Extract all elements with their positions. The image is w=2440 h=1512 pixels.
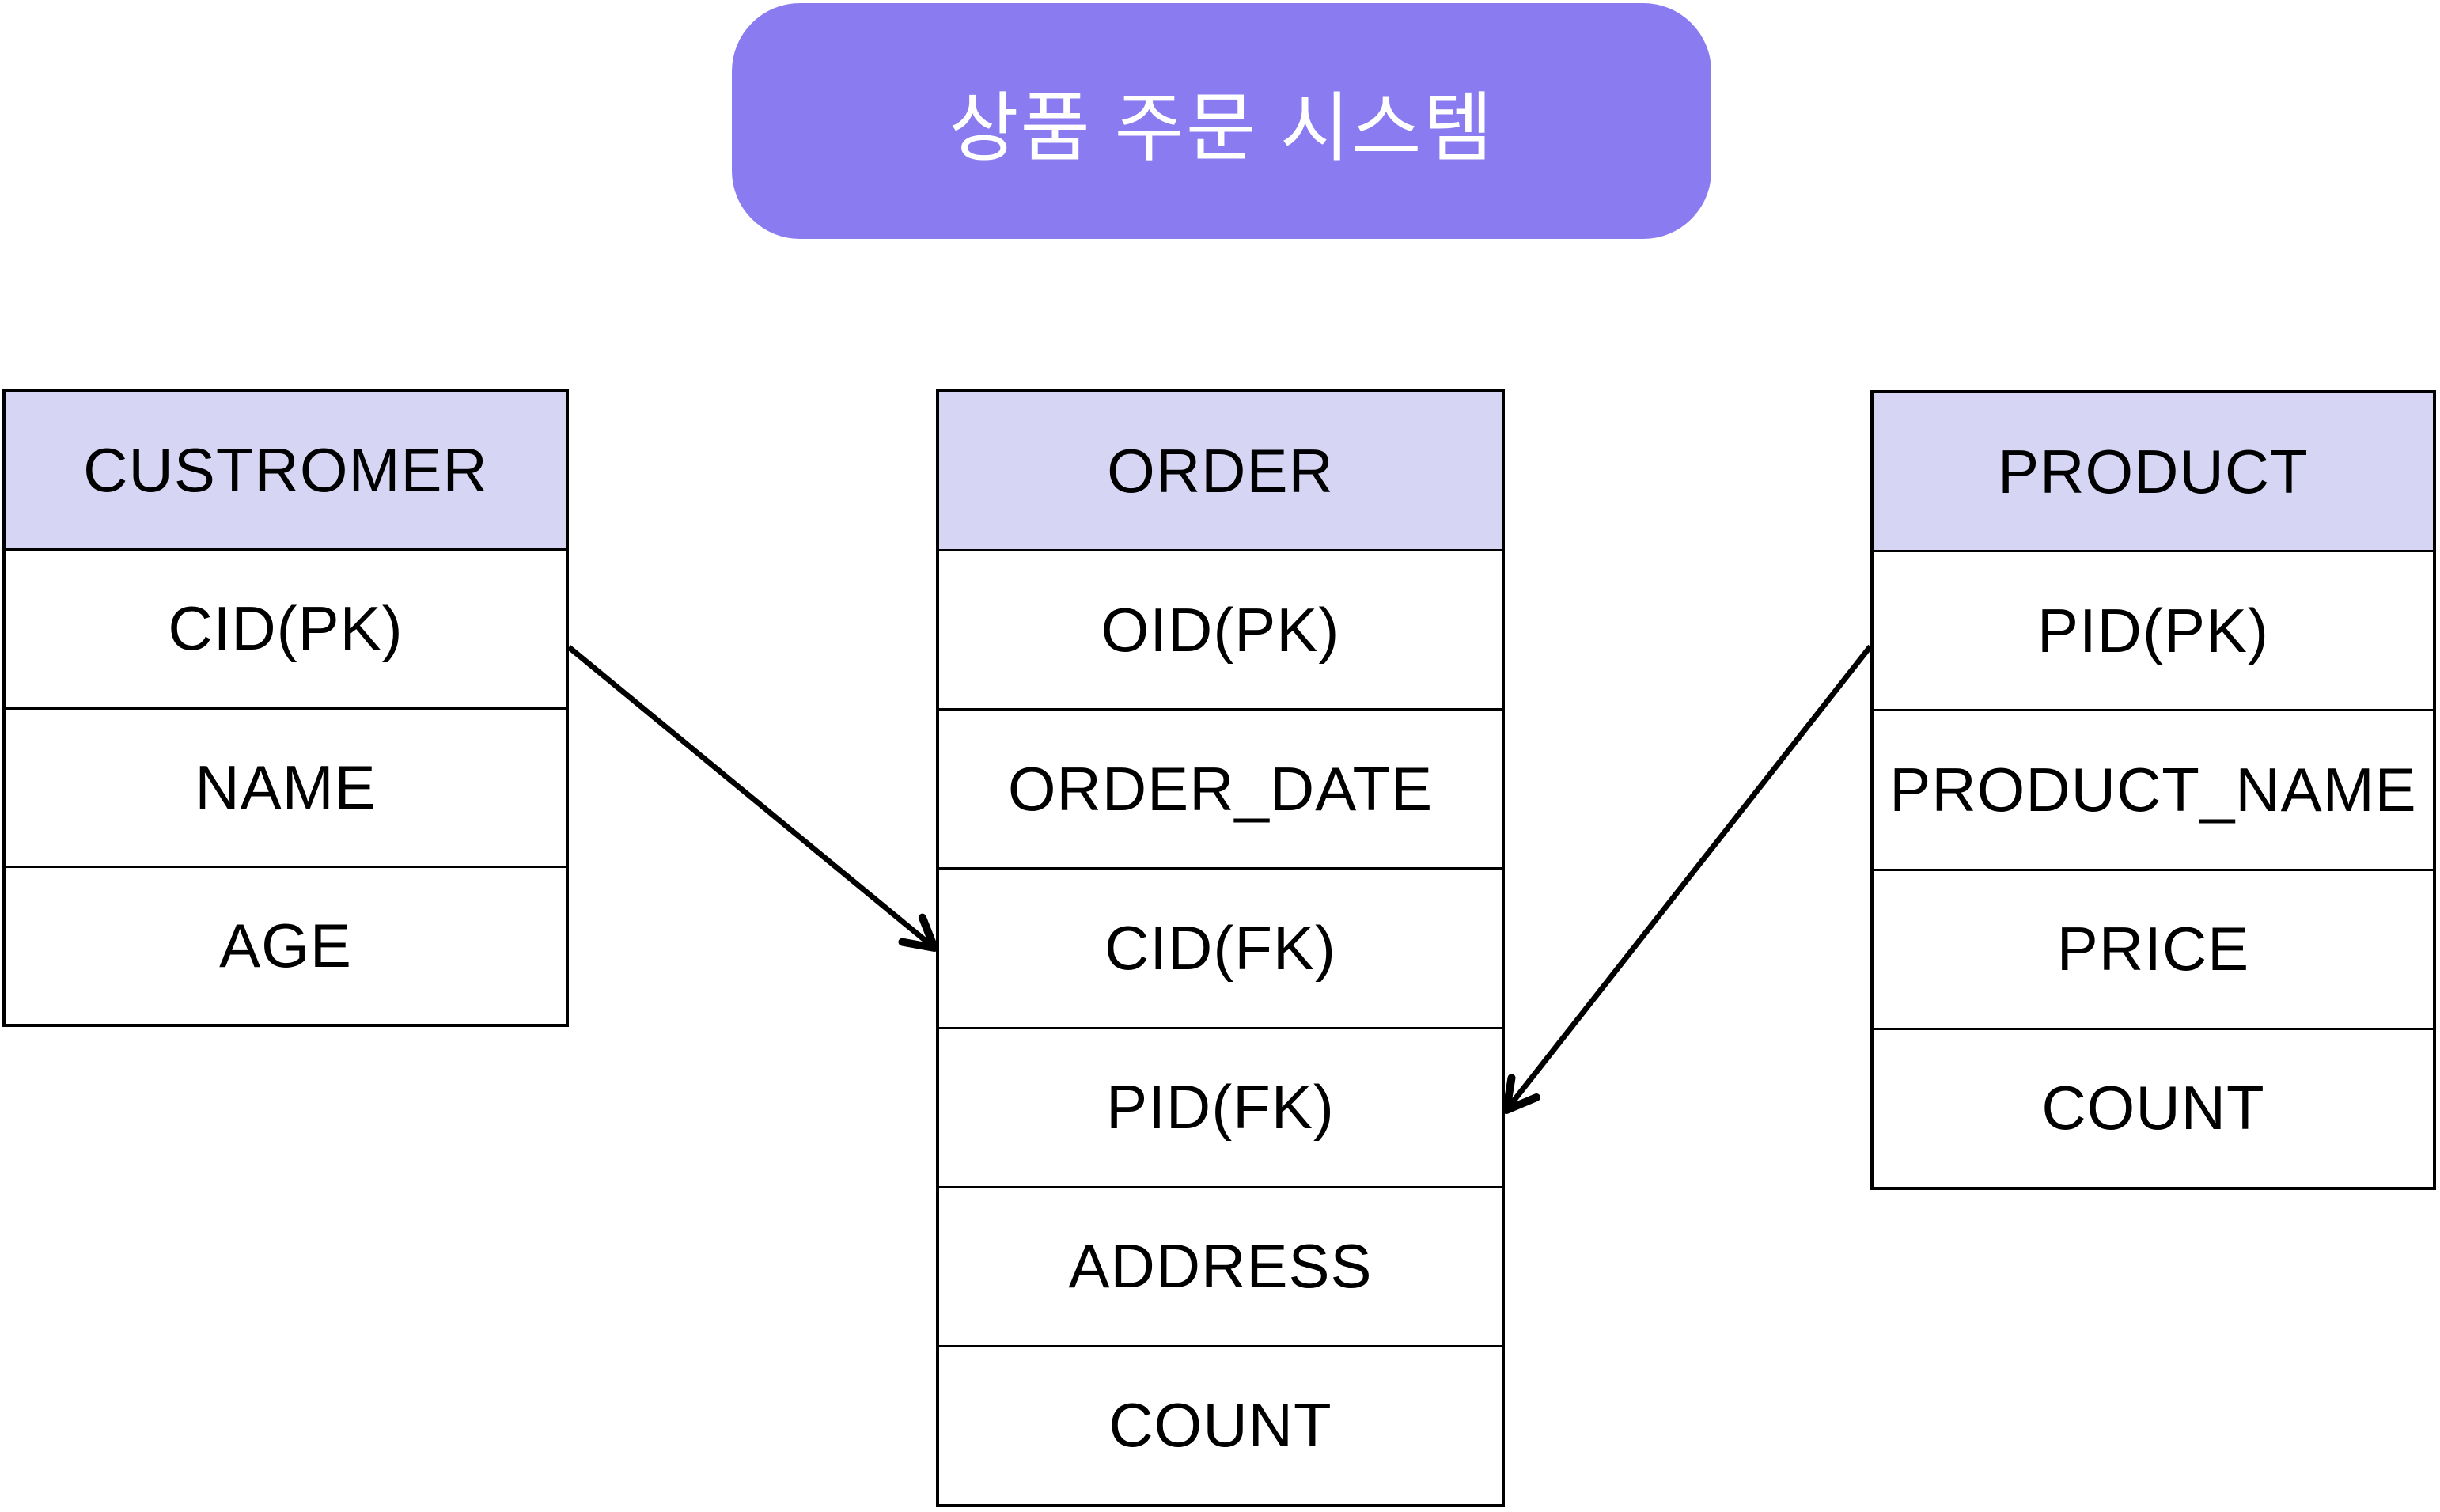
field-row-age: AGE	[6, 865, 566, 1024]
field-row-name: NAME	[6, 707, 566, 866]
field-row-pid-pk: PID(PK)	[1874, 550, 2433, 709]
field-row-count-product: COUNT	[1874, 1027, 2433, 1187]
table-header-customer: CUSTROMER	[6, 392, 566, 549]
entity-table-customer: CUSTROMER CID(PK) NAME AGE	[2, 389, 569, 1027]
table-header-product: PRODUCT	[1874, 393, 2433, 551]
field-row-cid-fk: CID(FK)	[939, 867, 1502, 1026]
diagram-title: 상품 주문 시스템	[949, 85, 1495, 171]
field-row-cid-pk: CID(PK)	[6, 548, 566, 707]
field-row-count-order: COUNT	[939, 1344, 1502, 1504]
entity-table-product: PRODUCT PID(PK) PRODUCT_NAME PRICE COUNT	[1870, 390, 2436, 1190]
field-row-address: ADDRESS	[939, 1185, 1502, 1345]
field-row-product-name: PRODUCT_NAME	[1874, 709, 2433, 868]
relation-arrow-product-to-order	[1502, 644, 1873, 1114]
diagram-title-badge: 상품 주문 시스템	[732, 3, 1711, 239]
field-row-pid-fk: PID(FK)	[939, 1026, 1502, 1186]
field-row-price: PRICE	[1874, 868, 2433, 1028]
field-row-oid-pk: OID(PK)	[939, 549, 1502, 708]
table-header-order: ORDER	[939, 392, 1502, 550]
entity-table-order: ORDER OID(PK) ORDER_DATE CID(FK) PID(FK)…	[936, 389, 1505, 1507]
field-row-order-date: ORDER_DATE	[939, 708, 1502, 867]
relation-arrow-customer-to-order	[566, 645, 938, 952]
